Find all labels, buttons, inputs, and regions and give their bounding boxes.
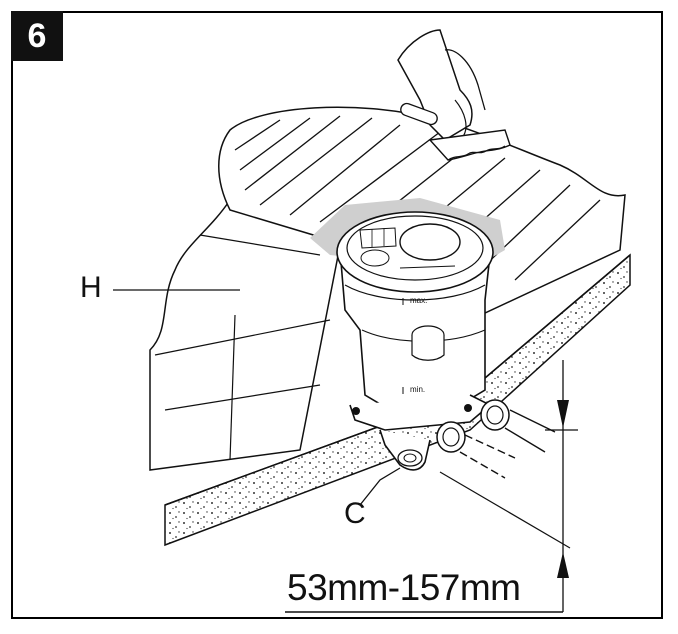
trowel-hand xyxy=(397,29,511,161)
outlet-callout-label: C xyxy=(344,497,366,530)
min-mark-label: min. xyxy=(410,385,425,394)
installation-height-dimension: 53mm-157mm xyxy=(287,567,521,608)
dimension-markers xyxy=(285,360,578,613)
leader-lines xyxy=(113,289,401,506)
step-number-badge: 6 xyxy=(11,11,63,61)
max-mark-label: max. xyxy=(410,296,427,305)
tile-callout-label: H xyxy=(80,271,102,304)
drain-body: max. min. xyxy=(336,211,556,479)
